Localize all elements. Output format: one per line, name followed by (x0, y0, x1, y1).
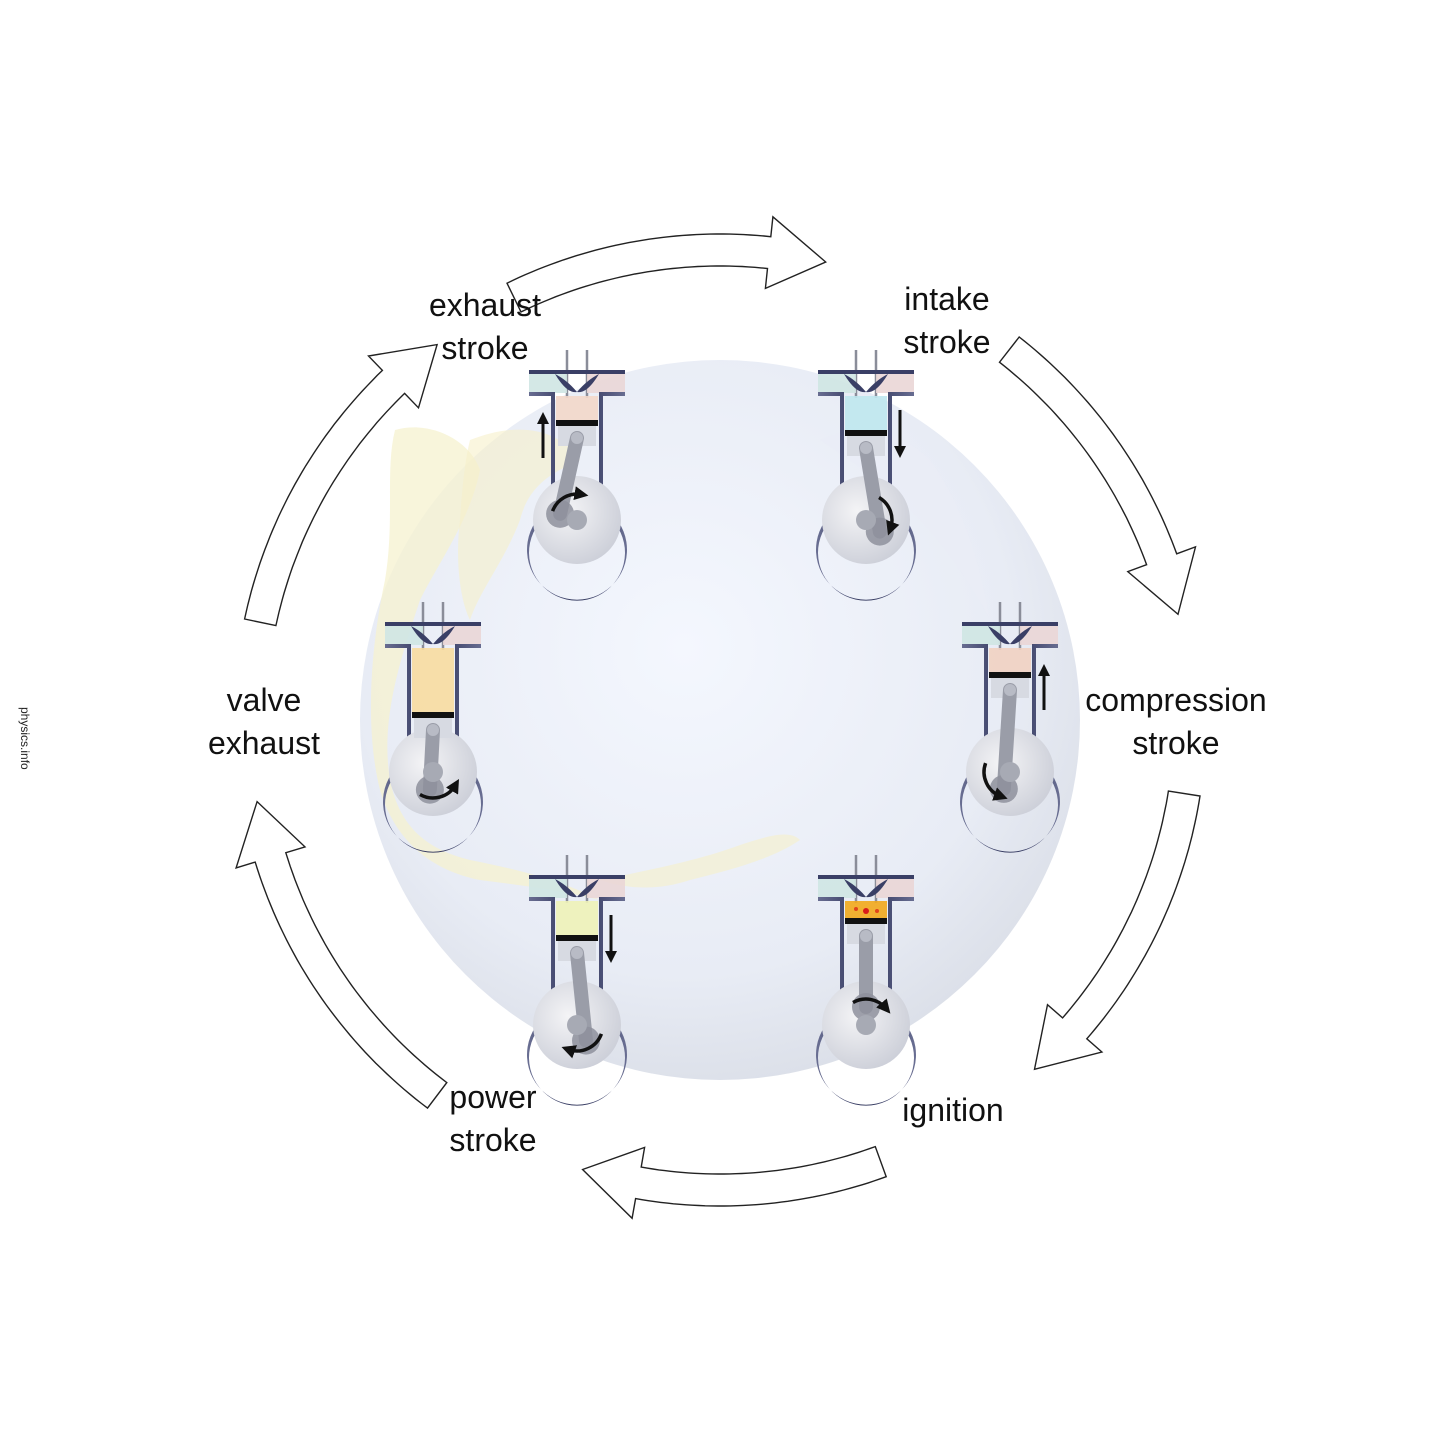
engine-compression-stroke (960, 602, 1060, 853)
chamber-gas (989, 648, 1031, 672)
piston (556, 420, 598, 426)
piston (845, 430, 887, 436)
engines (383, 350, 1060, 1106)
engine-ignition (816, 855, 916, 1106)
rotation-arrow (561, 1033, 604, 1059)
engine-power-stroke (527, 855, 627, 1106)
arrow-intake-to-compression (998, 336, 1197, 616)
credit-label: physics.info (18, 707, 32, 770)
piston (989, 672, 1031, 678)
engine-intake-stroke (816, 350, 916, 601)
engine-valve-exhaust (383, 602, 484, 853)
rotation-arrow (878, 495, 900, 536)
cycle-arrows (235, 215, 1201, 1220)
arrow-compression-to-ignition (1033, 790, 1201, 1071)
chamber-gas (412, 648, 454, 712)
piston (845, 918, 887, 924)
rotation-arrow (419, 778, 460, 800)
piston (412, 712, 454, 718)
chamber-gas (845, 396, 887, 430)
chamber-gas (556, 396, 598, 420)
arrow-power-to-valve-exhaust (235, 800, 448, 1110)
rotation-arrow (852, 997, 891, 1014)
arrow-exhaust-to-intake (506, 215, 828, 313)
chamber-gas (556, 901, 598, 935)
label-ignition: ignition (902, 1092, 1004, 1128)
arrow-valve-exhaust-to-exhaust (243, 343, 439, 627)
rotation-arrow (982, 762, 1008, 801)
rotation-arrow (550, 486, 589, 512)
arrow-ignition-to-power (581, 1145, 888, 1220)
piston (556, 935, 598, 941)
globe-background (360, 360, 1080, 1080)
engine-exhaust-stroke (527, 350, 627, 601)
